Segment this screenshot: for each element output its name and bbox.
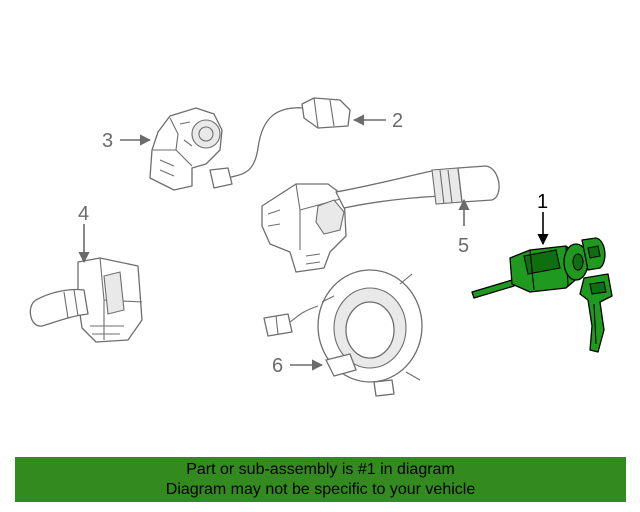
callout-1: 1 bbox=[537, 191, 548, 213]
part-5-combination-switch[interactable] bbox=[261, 165, 500, 273]
parts-diagram: 3 2 4 5 6 1 bbox=[29, 97, 613, 397]
callout-3: 3 bbox=[102, 130, 113, 152]
callout-4: 4 bbox=[78, 203, 89, 225]
part-2-harness-connector[interactable] bbox=[209, 97, 351, 189]
callout-2: 2 bbox=[392, 110, 403, 132]
part-3-ignition-switch[interactable] bbox=[149, 107, 223, 191]
banner-line-1: Part or sub-assembly is #1 in diagram bbox=[186, 461, 455, 478]
part-6-clock-spring[interactable] bbox=[263, 269, 423, 397]
part-4-wiper-switch[interactable] bbox=[29, 257, 143, 343]
callout-5: 5 bbox=[458, 235, 469, 257]
part-1-lock-cylinder[interactable] bbox=[471, 237, 613, 353]
banner-line-2: Diagram may not be specific to your vehi… bbox=[165, 481, 476, 498]
callout-6: 6 bbox=[272, 355, 283, 377]
part-info-banner: Part or sub-assembly is #1 in diagram Di… bbox=[15, 457, 626, 502]
